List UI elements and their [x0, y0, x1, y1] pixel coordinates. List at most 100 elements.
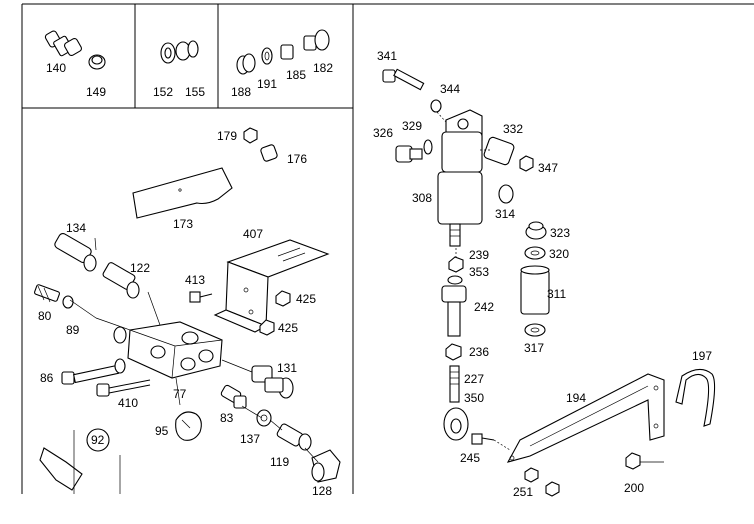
label-176: 176 [287, 152, 307, 166]
label-242: 242 [474, 300, 494, 314]
part-119-fitting [276, 423, 312, 451]
label-314: 314 [495, 207, 515, 221]
label-350: 350 [464, 391, 484, 405]
left-leader-lines [69, 291, 319, 463]
part-182-fitting [303, 29, 330, 51]
label-182: 182 [313, 61, 333, 75]
label-140: 140 [46, 61, 66, 75]
label-227: 227 [464, 372, 484, 386]
part-239-nut [448, 256, 464, 273]
part-140-fitting [44, 30, 83, 57]
part-236-nut [445, 343, 462, 361]
part-326-pin [395, 145, 423, 163]
part-149-plug [88, 54, 106, 70]
part-128-elbow [311, 449, 341, 483]
part-197-u-bolt [675, 368, 716, 427]
label-332: 332 [503, 122, 523, 136]
label-407: 407 [243, 227, 263, 241]
part-176-nut [260, 144, 278, 162]
label-155: 155 [185, 85, 205, 99]
part-413-bolt [189, 291, 213, 303]
right-leader-lines [436, 111, 664, 463]
part-227-stud [449, 365, 460, 403]
label-77: 77 [173, 387, 187, 401]
part-245-bolt [471, 433, 495, 445]
part-92-assembly [39, 428, 121, 494]
part-311-sleeve [520, 265, 550, 315]
part-323-rubber [525, 221, 547, 240]
label-236: 236 [469, 345, 489, 359]
label-344: 344 [440, 82, 460, 96]
part-308-shock-absorber [437, 109, 483, 247]
part-77-valve-block [113, 321, 223, 379]
part-341-bolt [382, 68, 425, 91]
part-191-washer [261, 47, 273, 65]
label-89: 89 [66, 323, 80, 337]
label-173: 173 [173, 217, 193, 231]
label-410: 410 [118, 396, 138, 410]
label-425-lower: 425 [278, 321, 298, 335]
part-242-rod [441, 285, 467, 337]
part-407-bracket [213, 239, 330, 333]
label-122: 122 [130, 261, 150, 275]
label-425-upper: 425 [296, 292, 316, 306]
part-251-nut [524, 467, 560, 497]
label-413: 413 [185, 273, 205, 287]
label-92: 92 [91, 433, 105, 447]
label-95: 95 [155, 424, 169, 438]
label-194: 194 [566, 391, 586, 405]
label-83: 83 [220, 411, 234, 425]
part-95-clip [175, 411, 202, 441]
part-350-eye [443, 407, 469, 441]
part-410-bolt [96, 379, 151, 397]
part-173-plate [132, 167, 233, 219]
part-155-ring [175, 40, 199, 61]
label-188: 188 [231, 85, 251, 99]
label-152: 152 [153, 85, 173, 99]
label-239: 239 [469, 248, 489, 262]
label-341: 341 [377, 49, 397, 63]
label-137: 137 [240, 432, 260, 446]
label-320: 320 [549, 247, 569, 261]
part-194-arm [506, 373, 665, 463]
part-86-bolt [61, 358, 126, 385]
frame [21, 3, 754, 494]
part-347-nut [519, 155, 534, 172]
label-131: 131 [277, 361, 297, 375]
label-347: 347 [538, 161, 558, 175]
part-353-washer [447, 275, 463, 285]
label-191: 191 [257, 77, 277, 91]
part-425-nut-lower [259, 319, 275, 336]
label-329: 329 [402, 119, 422, 133]
label-179: 179 [217, 129, 237, 143]
part-122-fitting [102, 262, 140, 299]
label-80: 80 [38, 309, 52, 323]
part-329-washer [423, 139, 433, 155]
part-185-nut [280, 44, 294, 60]
label-185: 185 [286, 68, 306, 82]
part-314-washer [498, 184, 514, 204]
part-89-washer [62, 295, 74, 309]
part-425-nut-upper [275, 290, 291, 307]
part-320-washer [524, 246, 546, 260]
part-134-fitting [54, 232, 97, 272]
label-245: 245 [460, 451, 480, 465]
part-188-ring [236, 53, 256, 75]
part-317-washer [524, 323, 546, 337]
part-137-washer [256, 409, 272, 427]
part-80-fitting [34, 284, 60, 303]
part-344-washer [430, 99, 442, 113]
label-119: 119 [270, 455, 289, 469]
part-83-fitting [220, 384, 247, 409]
label-326: 326 [373, 126, 393, 140]
label-251: 251 [513, 485, 533, 499]
label-128: 128 [312, 484, 332, 498]
part-200-nut [625, 452, 641, 470]
label-323: 323 [550, 226, 570, 240]
label-200: 200 [624, 481, 644, 495]
part-152-ring [160, 42, 176, 64]
label-86: 86 [40, 371, 54, 385]
part-332-sleeve [483, 136, 515, 166]
label-353: 353 [469, 265, 489, 279]
